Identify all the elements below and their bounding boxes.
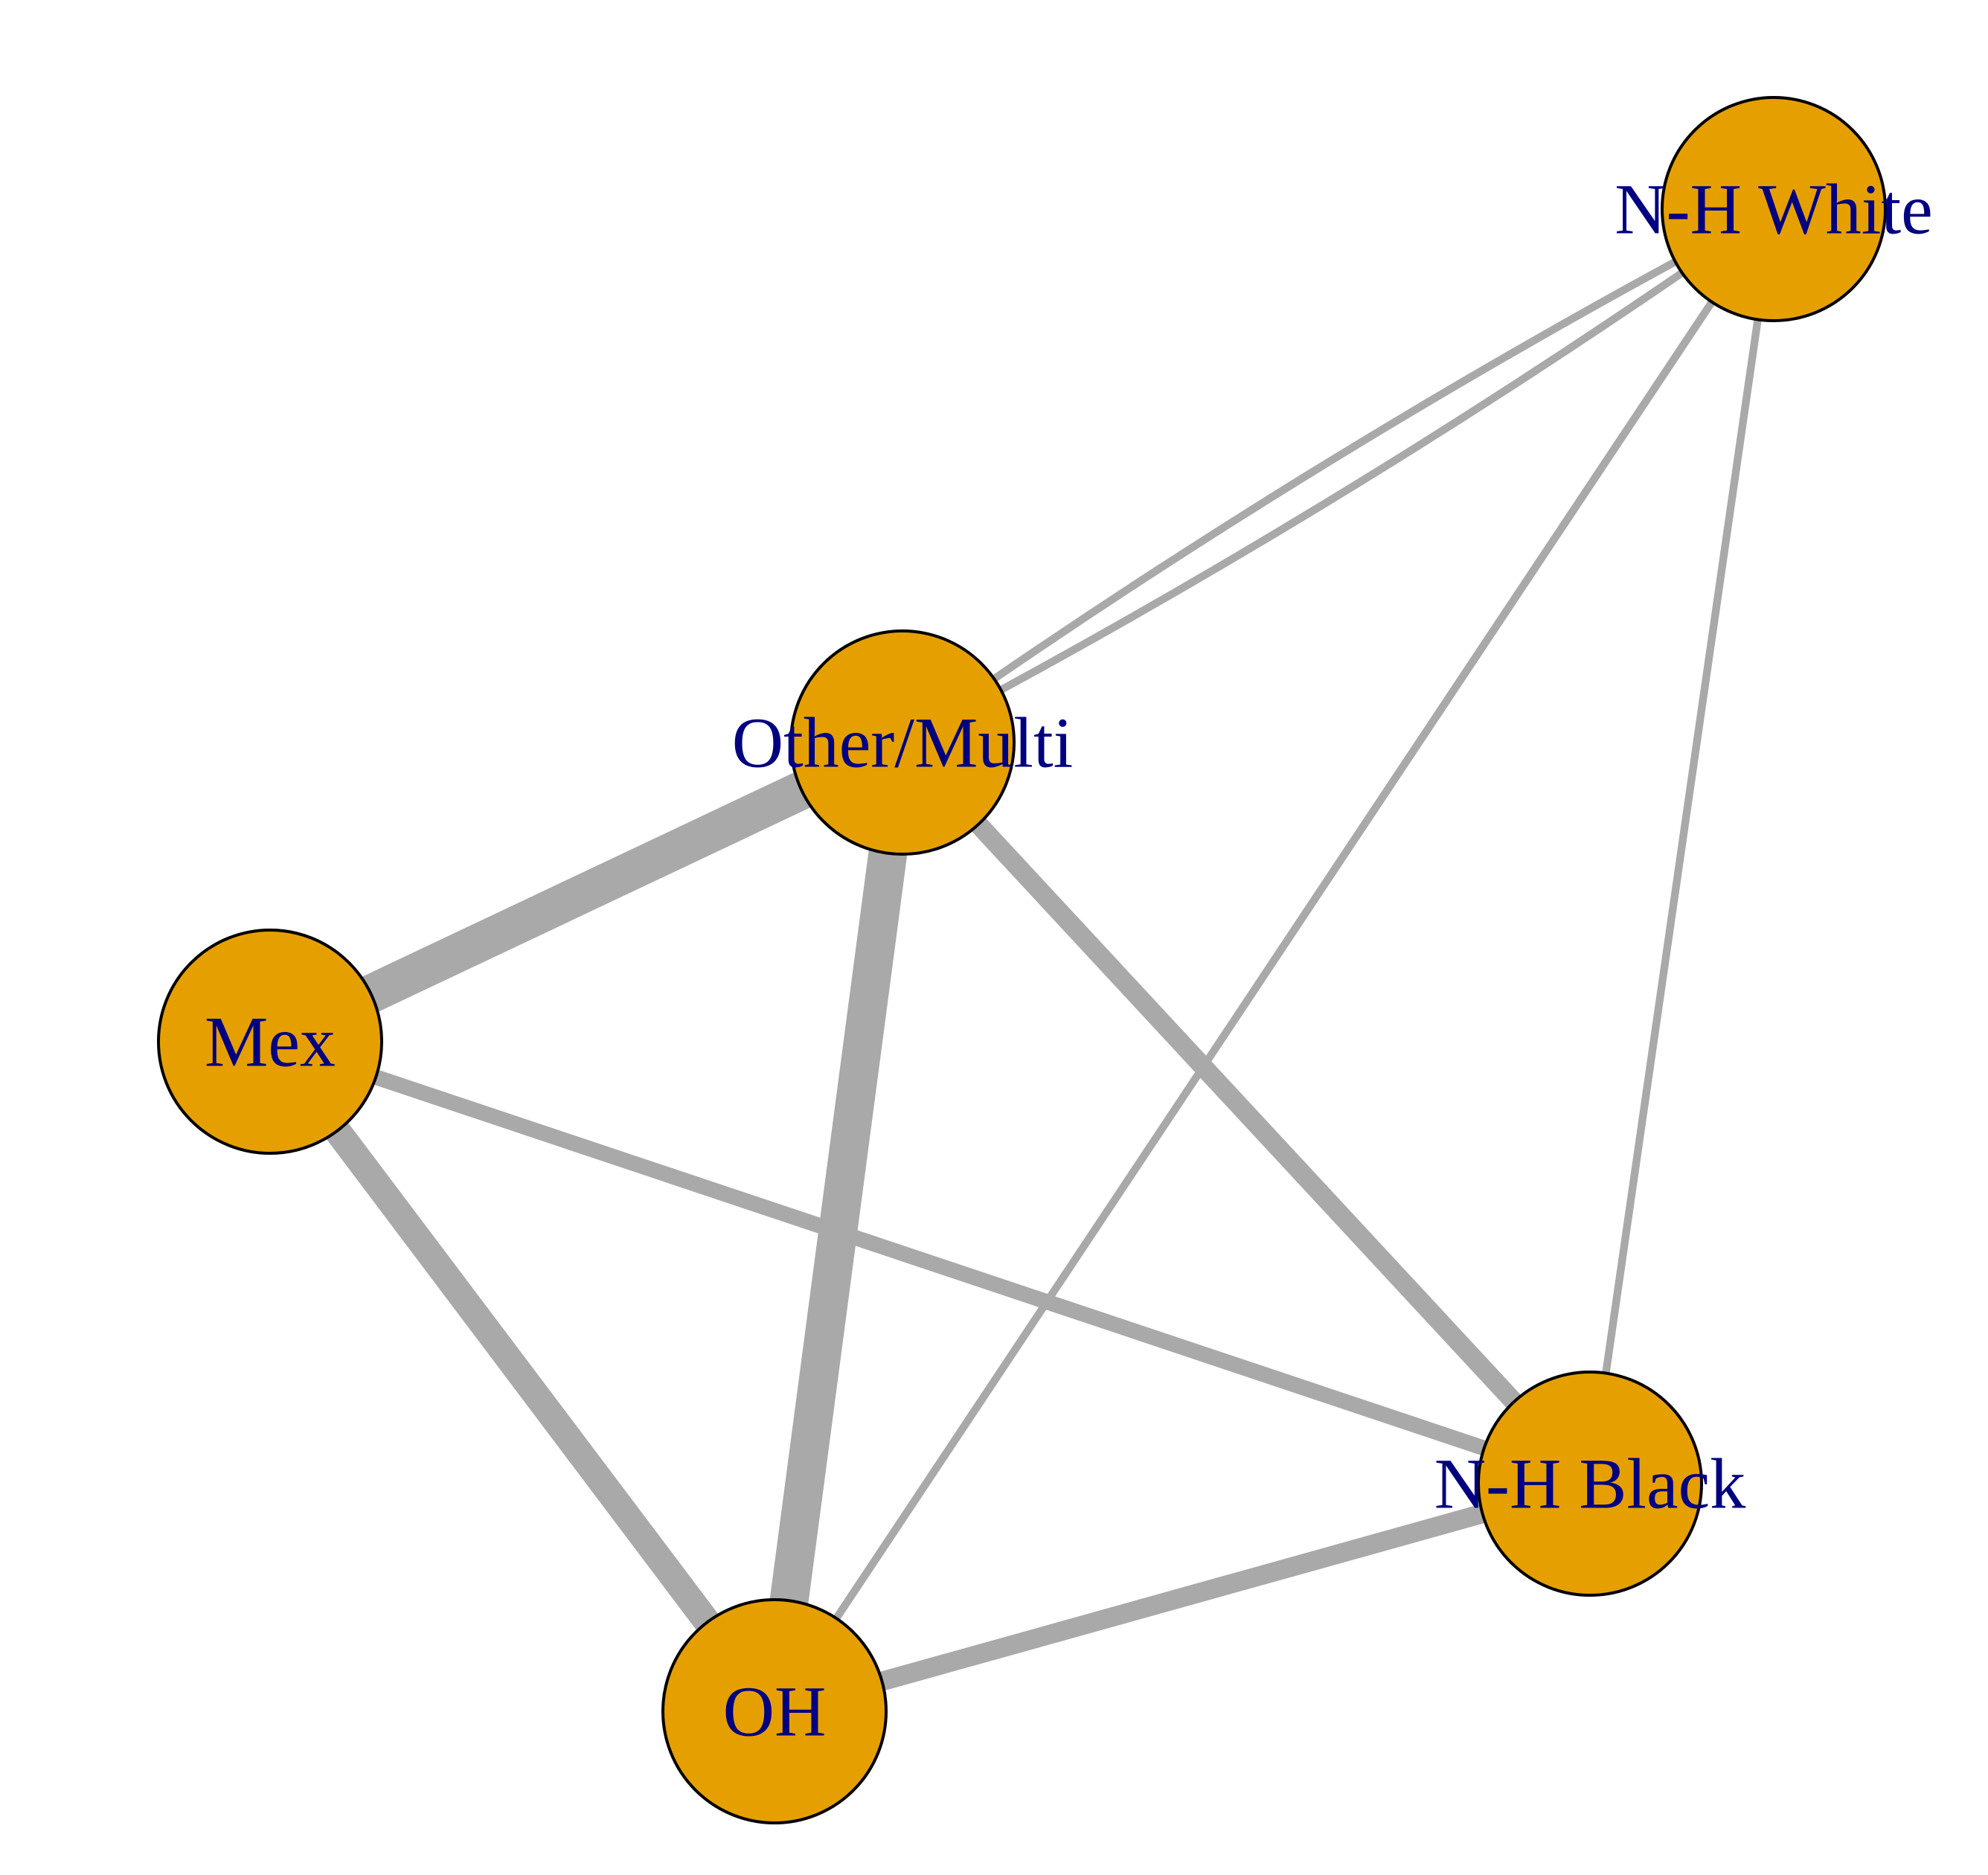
node-mex: Mex: [157, 929, 383, 1155]
edges-layer: [259, 205, 1778, 1721]
edge-mex-nhblack: [267, 1034, 1593, 1491]
node-other: Other/Multi: [732, 629, 1074, 856]
node-nhblack-label: N-H Black: [1434, 1444, 1746, 1524]
edge-nhwhite-other-a: [900, 205, 1776, 746]
node-nhwhite: N-H White: [1615, 96, 1933, 322]
edge-nhwhite-nhblack: [1585, 208, 1778, 1484]
edge-nhwhite-other-b: [900, 205, 1776, 746]
edge-oh-nhblack: [772, 1474, 1593, 1721]
node-other-circle: [789, 629, 1016, 856]
edge-other-nhblack: [895, 736, 1597, 1490]
node-nhwhite-circle: [1661, 96, 1887, 322]
node-nhblack: N-H Black: [1434, 1371, 1746, 1597]
node-mex-circle: [157, 929, 383, 1155]
edge-mex-oh: [259, 1033, 786, 1719]
edge-mex-other: [261, 725, 911, 1060]
node-other-label: Other/Multi: [732, 703, 1074, 783]
node-oh: OH: [661, 1598, 888, 1824]
node-mex-label: Mex: [205, 1002, 336, 1082]
node-nhwhite-label: N-H White: [1615, 170, 1932, 249]
edge-nhwhite-oh: [771, 207, 1777, 1714]
node-oh-label: OH: [723, 1672, 827, 1751]
node-oh-circle: [661, 1598, 888, 1824]
node-nhblack-circle: [1477, 1371, 1703, 1597]
